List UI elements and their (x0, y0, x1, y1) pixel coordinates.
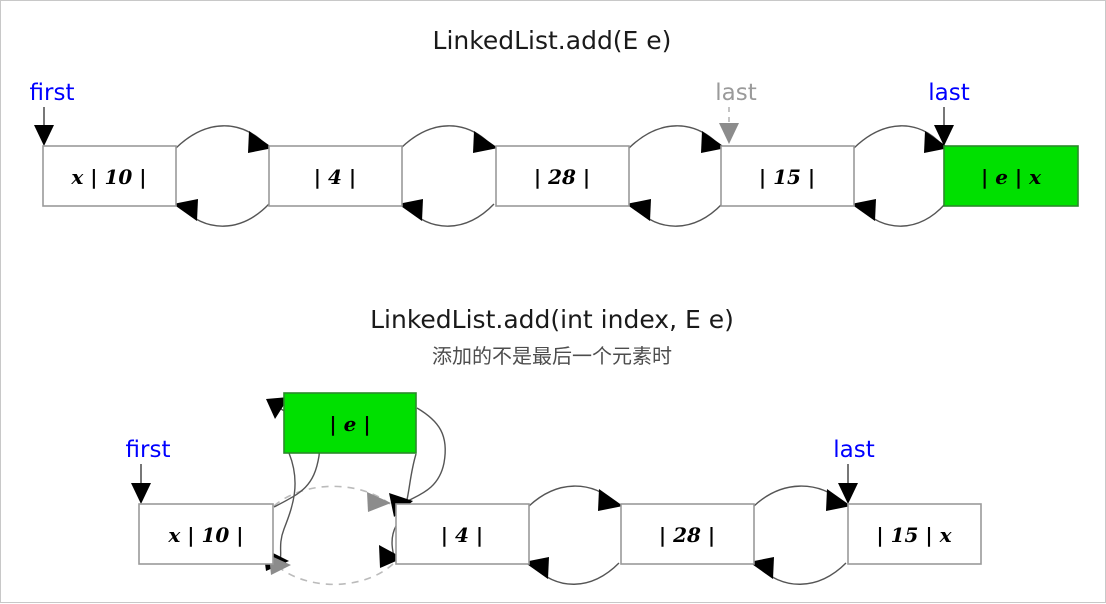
diagram2-link-4-to-28 (524, 485, 623, 585)
diagram1-node-28: | 28 | (495, 145, 630, 207)
diagram1-node-4-text: | 4 | (314, 165, 356, 189)
diagram2-link-28-to-15 (749, 485, 851, 585)
diagram1-node-e: | e | x (943, 145, 1079, 207)
diagram1-node-10-text: x | 10 | (70, 165, 146, 189)
diagram2-title: LinkedList.add(int index, E e) (370, 305, 734, 334)
diagram1-first-pointer-label: first (30, 80, 75, 106)
diagram2-old-link-10-to-4 (273, 485, 394, 586)
diagram2-last-pointer-label: last (833, 437, 875, 463)
diagram2-node-e: | e | (283, 392, 417, 454)
diagram1-first-pointer-arrow (34, 107, 54, 146)
diagram1-link-4-to-28 (398, 125, 498, 227)
diagram2-last-pointer-arrow (838, 464, 858, 504)
diagram2-node-15-text: | 15 | x (876, 523, 952, 547)
diagram2-node-28: | 28 | (620, 503, 755, 565)
diagram1-link-28-to-15 (626, 125, 726, 227)
diagram1-last-pointer-stale-arrow (719, 107, 739, 144)
diagram1-link-15-to-e (851, 125, 949, 227)
diagram2-node-15: | 15 | x (847, 503, 982, 565)
diagram2-node-4-text: | 4 | (441, 523, 483, 547)
diagram1-node-4: | 4 | (268, 145, 403, 207)
diagram1-last-pointer-arrow (934, 107, 954, 146)
diagram2-stale-arrowhead (367, 492, 391, 512)
diagram1-node-e-text: | e | x (981, 165, 1042, 189)
diagram1-node-10: x | 10 | (42, 145, 177, 207)
diagram1-node-28-text: | 28 | (534, 165, 590, 189)
diagram2-subtitle: 添加的不是最后一个元素时 (432, 344, 672, 368)
diagram1-last-pointer-stale-label: last (715, 80, 757, 106)
diagram2-first-pointer-label: first (126, 437, 171, 463)
diagram1-node-15: | 15 | (720, 145, 855, 207)
diagram1-last-pointer-label: last (928, 80, 970, 106)
diagram2-node-28-text: | 28 | (659, 523, 715, 547)
diagram2-first-pointer-arrow (131, 464, 151, 504)
diagram1-node-15-text: | 15 | (759, 165, 815, 189)
diagram2-stale-arrowhead-2 (269, 555, 291, 575)
diagram2-node-10: x | 10 | (138, 503, 274, 565)
diagram2-node-10-text: x | 10 | (167, 523, 243, 547)
diagram2-node-4: | 4 | (395, 503, 530, 565)
diagram1-title: LinkedList.add(E e) (433, 26, 672, 55)
diagram1-link-10-to-4 (173, 125, 273, 227)
diagram2-node-e-text: | e | (329, 412, 370, 436)
